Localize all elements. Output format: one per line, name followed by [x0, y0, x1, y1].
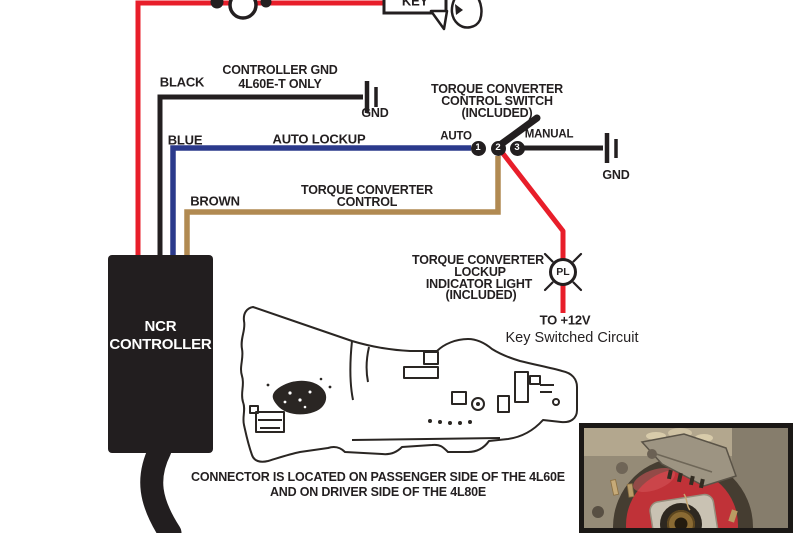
switch-terminal-3: 3 [509, 140, 525, 156]
blue-wire-label: BLUE [167, 132, 203, 148]
ground-icon [364, 81, 378, 113]
brown-tc-control-wire [184, 156, 501, 255]
indicator-lamp-icon: PL [549, 258, 577, 286]
ncr-controller-label: NCR CONTROLLER [109, 318, 212, 353]
indicator-title-3: INDICATOR LIGHT [425, 276, 533, 291]
key-box-label: KEY [401, 0, 429, 9]
brown-wire-label: BROWN [190, 193, 240, 209]
switch-title-2: CONTROL SWITCH [441, 93, 553, 108]
indicator-title-2: LOCKUP [454, 264, 506, 279]
fuse-icon [210, 0, 272, 20]
auto-position-label: AUTO [440, 130, 472, 143]
tc-control-label-2: CONTROL [336, 194, 398, 209]
controller-cable [140, 438, 182, 533]
indicator-title-4: (INCLUDED) [445, 287, 517, 302]
switch-title-1: TORQUE CONVERTER [431, 81, 563, 96]
manual-position-label: MANUAL [524, 128, 574, 141]
connector-photo-art [584, 428, 788, 528]
ground-icon [604, 133, 618, 163]
switch-ground-wire [523, 133, 618, 163]
indicator-title-1: TORQUE CONVERTER [412, 252, 544, 267]
key-circuit-label: Key Switched Circuit [505, 329, 639, 346]
controller-gnd-note-2: 4L60E-T ONLY [238, 76, 322, 91]
transmission-sketch [240, 306, 578, 463]
controller-gnd-note-1: CONTROLLER GND [222, 62, 338, 77]
to-12v-label: TO +12V [539, 312, 591, 328]
lamp-rays-icon [543, 252, 583, 292]
controller-ground-wire [157, 81, 378, 255]
key-callout-box [382, 0, 449, 31]
switch-terminal-1: 1 [470, 140, 486, 156]
black-wire-label: BLACK [159, 74, 205, 90]
gnd-label-left: GND [361, 105, 389, 120]
key-icon [450, 0, 483, 29]
ncr-controller-box: NCR CONTROLLER [108, 255, 213, 453]
connector-photo [579, 423, 793, 533]
switch-lever-icon [496, 114, 541, 149]
switch-title-3: (INCLUDED) [461, 105, 533, 120]
tc-control-label-1: TORQUE CONVERTER [301, 182, 433, 197]
gnd-label-right: GND [602, 167, 630, 182]
footer-note-1: CONNECTOR IS LOCATED ON PASSENGER SIDE O… [191, 469, 565, 484]
footer-note-2: AND ON DRIVER SIDE OF THE 4L80E [269, 484, 487, 499]
switch-terminal-2: 2 [490, 140, 506, 156]
blue-auto-lockup-wire [170, 145, 471, 255]
auto-lockup-label: AUTO LOCKUP [272, 131, 366, 147]
